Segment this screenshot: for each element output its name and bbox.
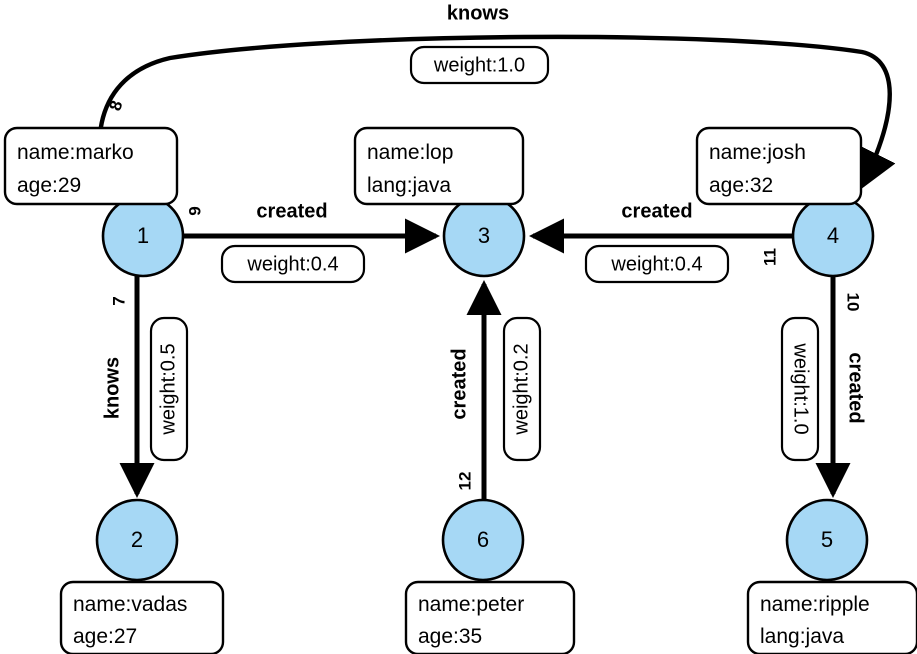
- edge-8-weight-text: weight:1.0: [433, 54, 525, 76]
- vertex-3-id: 3: [478, 223, 490, 248]
- vertex-4-properties: name:josh age:32: [695, 126, 863, 206]
- vertex-6-prop-line2: age:35: [418, 625, 482, 648]
- vertex-4[interactable]: 4: [791, 194, 875, 278]
- vertex-5-prop-line1: name:ripple: [760, 593, 870, 616]
- edge-7-knows[interactable]: knows weight:0.5 7: [101, 276, 189, 499]
- vertex-3-properties: name:lop lang:java: [353, 126, 525, 206]
- vertex-3-prop-line2: lang:java: [367, 174, 451, 197]
- vertex-6-id: 6: [477, 527, 489, 552]
- vertex-5[interactable]: 5: [785, 498, 869, 582]
- vertex-3-prop-box: [353, 126, 525, 206]
- vertex-6-circle[interactable]: [441, 498, 525, 582]
- vertex-1-prop-line1: name:marko: [17, 141, 134, 164]
- vertex-6-prop-line1: name:peter: [418, 593, 524, 616]
- edge-9-weight-text: weight:0.4: [246, 253, 338, 275]
- edge-12-weight-badge: weight:0.2: [502, 316, 542, 462]
- edge-8-knows[interactable]: knows weight:1.0 8: [97, 2, 896, 205]
- vertex-5-id: 5: [821, 527, 833, 552]
- vertex-6-properties: name:peter age:35: [404, 580, 576, 654]
- vertex-2-properties: name:vadas age:27: [59, 580, 225, 654]
- edge-10-weight-box: [780, 316, 820, 462]
- vertex-6-prop-box: [404, 580, 576, 654]
- vertex-4-id: 4: [827, 223, 839, 248]
- edge-7-weight-text: weight:0.5: [157, 343, 179, 435]
- edge-12-created[interactable]: created weight:0.2 12: [448, 279, 542, 500]
- edge-9-label: created: [256, 200, 327, 222]
- vertex-4-prop-line2: age:32: [709, 174, 773, 197]
- edge-7-weight-box: [149, 316, 189, 462]
- vertex-3-prop-line1: name:lop: [367, 141, 453, 164]
- vertex-6[interactable]: 6: [441, 498, 525, 582]
- edge-7-weight-badge: weight:0.5: [149, 316, 189, 462]
- edge-10-created[interactable]: created weight:1.0 10: [780, 276, 867, 499]
- vertex-3[interactable]: 3: [442, 194, 526, 278]
- vertex-5-circle[interactable]: [785, 498, 869, 582]
- edge-11-id: 11: [760, 248, 779, 266]
- edge-8-path: [97, 34, 896, 205]
- vertex-1-id: 1: [137, 223, 149, 248]
- edge-11-weight-text: weight:0.4: [610, 253, 702, 275]
- edge-12-label: created: [448, 348, 470, 419]
- edge-8-label: knows: [447, 2, 509, 24]
- vertex-2-id: 2: [131, 527, 143, 552]
- edge-11-weight-box: [584, 244, 730, 284]
- edge-12-weight-text: weight:0.2: [510, 343, 532, 435]
- vertex-5-properties: name:ripple lang:java: [746, 580, 917, 654]
- vertex-2-prop-line1: name:vadas: [73, 593, 187, 616]
- edge-7-id: 7: [109, 296, 128, 305]
- edge-8-weight-box: [409, 45, 550, 85]
- edge-9-weight-badge: weight:0.4: [220, 244, 366, 284]
- edge-9-id: 9: [185, 206, 204, 215]
- vertex-1-properties: name:marko age:29: [3, 126, 179, 206]
- edge-12-id: 12: [455, 472, 474, 491]
- edge-9-created[interactable]: created weight:0.4 9: [184, 200, 441, 284]
- edge-11-label: created: [621, 200, 692, 222]
- vertex-2-prop-line2: age:27: [73, 625, 137, 648]
- vertex-2[interactable]: 2: [95, 498, 179, 582]
- edge-10-weight-badge: weight:1.0: [780, 316, 820, 462]
- edge-8-id: 8: [106, 98, 127, 113]
- vertex-2-circle[interactable]: [95, 498, 179, 582]
- edge-11-weight-badge: weight:0.4: [584, 244, 730, 284]
- edge-10-label: created: [845, 352, 867, 423]
- edge-7-label: knows: [101, 357, 123, 419]
- edge-9-weight-box: [220, 244, 366, 284]
- vertex-5-prop-box: [746, 580, 917, 654]
- edge-12-weight-box: [502, 316, 542, 462]
- vertex-4-prop-line1: name:josh: [709, 141, 806, 164]
- vertex-1-prop-line2: age:29: [17, 174, 81, 197]
- vertex-1[interactable]: 1: [101, 194, 185, 278]
- edge-10-id: 10: [844, 293, 863, 312]
- vertex-2-prop-box: [59, 580, 225, 654]
- vertex-1-prop-box: [3, 126, 179, 206]
- edge-10-weight-text: weight:1.0: [790, 342, 812, 434]
- edge-11-created[interactable]: created weight:0.4 11: [528, 200, 792, 284]
- edge-8-weight-badge: weight:1.0: [409, 45, 550, 85]
- vertex-5-prop-line2: lang:java: [760, 625, 844, 648]
- vertex-4-prop-box: [695, 126, 863, 206]
